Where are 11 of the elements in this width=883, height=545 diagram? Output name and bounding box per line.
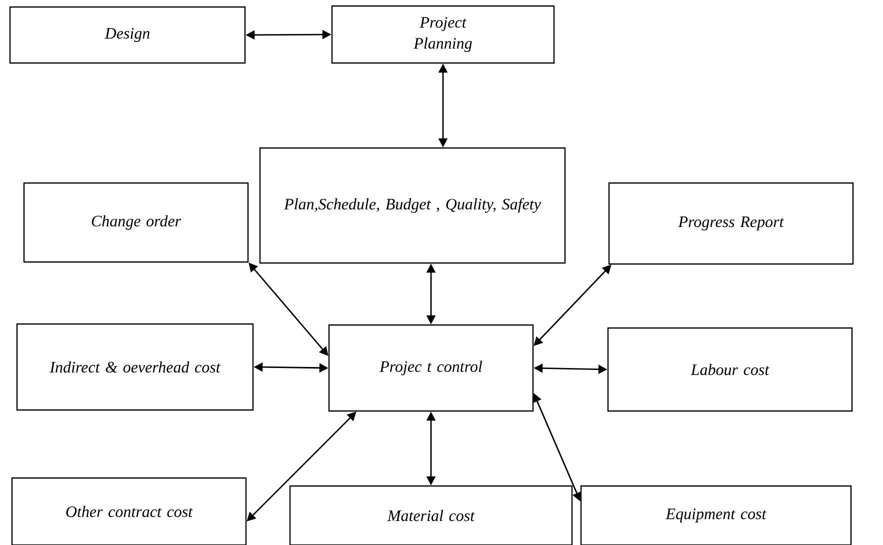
process-box: Labour cost [607, 327, 853, 412]
process-box: Plan,Schedule, Budget , Quality, Safety [259, 147, 566, 264]
process-box: Material cost [289, 485, 573, 545]
process-box: Change order [23, 182, 249, 263]
process-box: Indirect & oeverhead cost [16, 323, 254, 411]
process-box: Project Planning [331, 5, 555, 64]
process-box: Progress Report [608, 182, 854, 265]
process-box: Equipment cost [580, 485, 852, 545]
process-box: Design [9, 6, 246, 64]
process-box: Projec t control [328, 324, 534, 412]
process-box: Other contract cost [11, 477, 247, 545]
